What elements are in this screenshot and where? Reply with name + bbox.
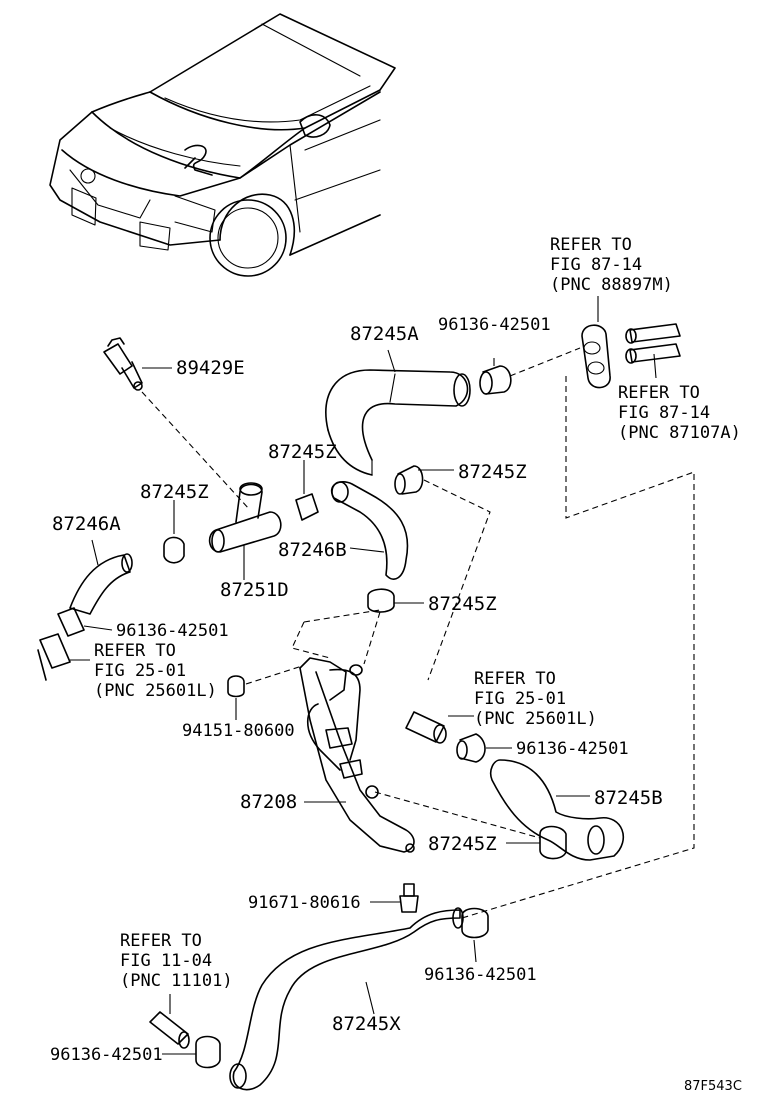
pipe-bottom-11101 [149, 994, 190, 1049]
refer-top-line1: REFER TO [550, 235, 632, 255]
clamp-96136-left [57, 607, 113, 637]
label-87245Z-hoseB: 87245Z [428, 593, 497, 615]
clamp-96136-right [456, 733, 512, 763]
refer-left-line2: FIG 25-01 [94, 661, 186, 681]
hose-87246A [69, 539, 133, 615]
refer-top-line3: (PNC 88897M) [550, 275, 673, 295]
refer-top-line2: FIG 87-14 [550, 255, 642, 275]
label-91671: 91671-80616 [248, 893, 361, 913]
refer-bot-line3: (PNC 11101) [120, 971, 233, 991]
hose-87245X [229, 907, 464, 1091]
bolt-91671 [370, 883, 419, 913]
clamp-87245Z-hoseA [394, 465, 454, 495]
car-illustration [49, 13, 396, 277]
label-87245B: 87245B [594, 787, 663, 809]
label-87208: 87208 [240, 791, 297, 813]
pipe-right-25601L [405, 711, 474, 744]
label-87251D: 87251D [220, 579, 289, 601]
label-87246A: 87246A [52, 513, 121, 535]
dashed-leaders [141, 347, 695, 919]
clamp-87245Z-hoseB [367, 588, 424, 613]
clamp-87245Z-right [506, 825, 567, 860]
label-87245X: 87245X [332, 1013, 401, 1035]
hose-87246B [330, 481, 409, 580]
label-87245Z-hoseA: 87245Z [458, 461, 527, 483]
label-87245Z-mid: 87245Z [268, 441, 337, 463]
label-87246B: 87246B [278, 539, 347, 561]
refer-mid-line2: FIG 87-14 [618, 403, 710, 423]
figure-code: 87F543C [684, 1079, 742, 1094]
pipe-87208 [299, 657, 415, 853]
refer-right-line3: (PNC 25601L) [474, 709, 597, 729]
clamp-96136-top [479, 358, 512, 395]
hose-87245A [325, 349, 471, 476]
refer-bot-line2: FIG 11-04 [120, 951, 212, 971]
refer-mid-line3: (PNC 87107A) [618, 423, 741, 443]
hose-87245B [489, 759, 625, 861]
clip-94151 [227, 675, 245, 720]
label-87245Z-right: 87245Z [428, 833, 497, 855]
tee-87251D [208, 482, 282, 580]
label-96136-top: 96136-42501 [438, 315, 551, 335]
label-89429E: 89429E [176, 357, 245, 379]
grommet [581, 296, 611, 389]
refer-mid-line1: REFER TO [618, 383, 700, 403]
labels: 89429E 87245A 96136-42501 REFER TO FIG 8… [50, 235, 742, 1094]
label-96136-left: 96136-42501 [116, 621, 229, 641]
label-96136-right: 96136-42501 [516, 739, 629, 759]
clamp-96136-bot-right [461, 907, 489, 963]
refer-right-line2: FIG 25-01 [474, 689, 566, 709]
sensor-89429E [103, 337, 172, 391]
label-96136-bot-right: 96136-42501 [424, 965, 537, 985]
refer-right-line1: REFER TO [474, 669, 556, 689]
label-94151: 94151-80600 [182, 721, 295, 741]
clamp-87245Z-mid [295, 460, 319, 521]
label-87245A: 87245A [350, 323, 419, 345]
clamp-96136-bot-left [162, 1035, 221, 1069]
label-96136-bot-left: 96136-42501 [50, 1045, 163, 1065]
pipe-left [37, 633, 90, 681]
refer-left-line3: (PNC 25601L) [94, 681, 217, 701]
clamp-87245Z-left [163, 500, 185, 564]
refer-left-line1: REFER TO [94, 641, 176, 661]
label-87245Z-left: 87245Z [140, 481, 209, 503]
refer-bot-line1: REFER TO [120, 931, 202, 951]
pipes-right [625, 323, 681, 379]
